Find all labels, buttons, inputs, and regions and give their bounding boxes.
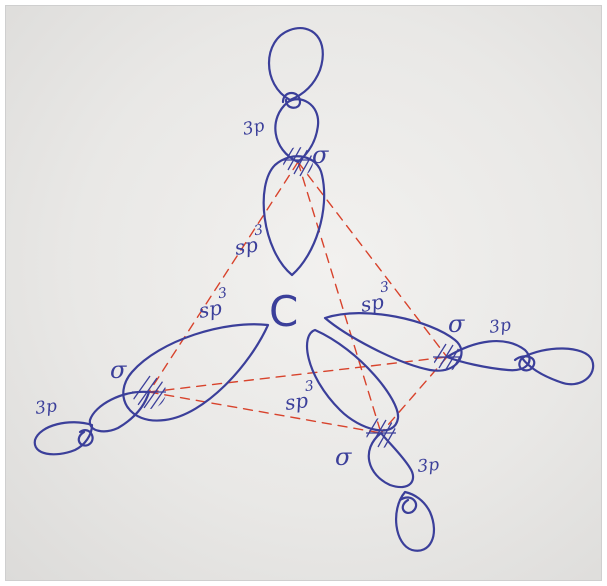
left-3p-inner-lobe [90,392,149,431]
right-sp3-lobe [325,313,462,371]
left-node-loop [79,430,93,445]
edge-top-right [298,162,447,357]
bottom-bond [307,330,434,551]
label-sigma-top: σ [312,141,329,169]
label-sp3-left: sp 3 [195,285,231,323]
bottom-3p-inner-lobe [369,433,413,487]
left-overlap-hatch [132,376,168,410]
edge-left-bottom [149,392,381,433]
label-sigma-left: σ [110,356,127,384]
left-3p-outer-lobe [35,422,92,454]
svg-text:3: 3 [217,285,229,302]
svg-text:3: 3 [253,222,265,239]
label-3p-left: 3p [34,396,58,419]
top-3p-outer-lobe [269,28,323,100]
label-3p-right: 3p [488,315,512,338]
label-sp3-right: sp 3 [357,279,393,317]
edge-top-left [149,162,298,392]
label-sp3-bottom: sp 3 [282,378,317,415]
label-sigma-bottom: σ [335,443,352,471]
bottom-sp3-lobe [307,330,398,430]
edge-right-bottom [381,357,447,433]
label-3p-top: 3p [241,116,266,140]
label-3p-bottom: 3p [416,455,440,477]
svg-text:3: 3 [304,378,315,395]
label-sigma-right: σ [448,310,465,338]
label-carbon: C [269,287,298,336]
left-bond [35,324,268,454]
bottom-node-loop [400,497,416,512]
label-sp3-top: sp 3 [231,222,267,260]
